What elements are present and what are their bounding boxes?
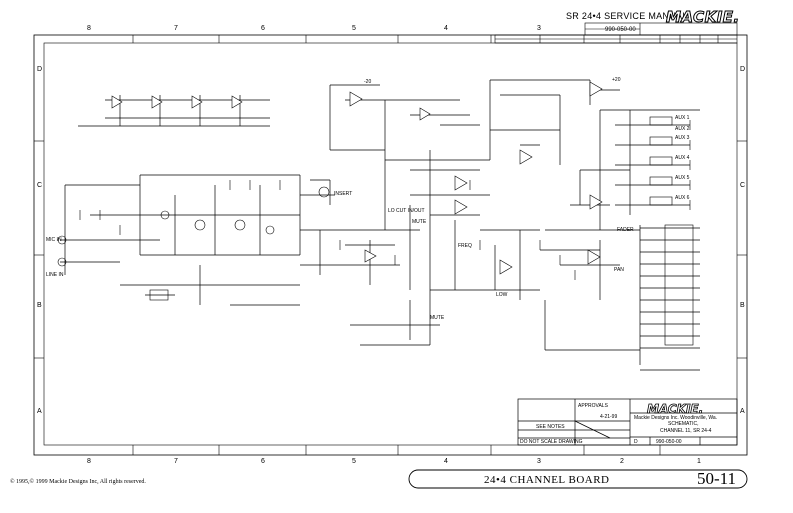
opamp-u11: [519, 149, 533, 165]
title-block-logo: MACKIE.: [647, 402, 704, 417]
zone-bottom-8: 8: [87, 458, 91, 465]
label-low: LOW: [496, 292, 508, 298]
zone-left-d: D: [37, 66, 43, 73]
label-lo-cut: LO CUT IN/OUT: [388, 208, 425, 214]
zone-top-6: 6: [261, 25, 265, 32]
label-plus20: +20: [612, 77, 621, 83]
title-block-date: 4-21-99: [600, 414, 618, 420]
zone-top-4: 4: [444, 25, 448, 32]
opamp-u5: [349, 91, 363, 107]
label-freq: FREQ: [458, 243, 472, 249]
revision-block: [494, 22, 738, 44]
opamp-u3: [191, 95, 203, 109]
title-block-approvals: APPROVALS: [578, 403, 608, 409]
zone-left-c: C: [37, 182, 43, 189]
zone-right-c: C: [740, 182, 746, 189]
aux-switch-blocks: [149, 116, 694, 346]
zone-bottom-4: 4: [444, 458, 448, 465]
zone-right-a: A: [740, 408, 745, 415]
opamp-u2: [151, 95, 163, 109]
zone-top-5: 5: [352, 25, 356, 32]
zone-frame: [43, 42, 738, 446]
opamp-u14: [587, 249, 601, 265]
opamp-u7: [364, 249, 377, 263]
zone-bottom-7: 7: [174, 458, 178, 465]
header-doc-number: 990-050-00: [605, 27, 636, 33]
label-mute-b: MUTE: [430, 315, 445, 321]
title-block-title-2: CHANNEL 11, SR 24-4: [660, 428, 712, 434]
schematic-wiring: [60, 79, 700, 371]
opamp-u8: [454, 175, 468, 191]
label-mic-in: MIC IN: [46, 237, 62, 243]
board-name: 24•4 CHANNEL BOARD: [484, 474, 610, 486]
label-insert: INSERT: [334, 191, 353, 197]
zone-left-a: A: [37, 408, 42, 415]
title-block-size: D: [634, 439, 638, 445]
zone-top-3: 3: [537, 25, 541, 32]
zone-top-7: 7: [174, 25, 178, 32]
zone-bottom-2: 2: [620, 458, 624, 465]
zone-bottom-6: 6: [261, 458, 265, 465]
zone-bottom-5: 5: [352, 458, 356, 465]
label-pan: PAN: [614, 267, 624, 273]
opamp-u10: [499, 259, 513, 275]
footer-banner: [408, 469, 748, 489]
label-line-in: LINE IN: [46, 272, 64, 278]
opamp-u6: [419, 107, 431, 121]
zone-bottom-1: 1: [697, 458, 701, 465]
opamp-u4: [231, 95, 243, 109]
label-aux-3: AUX 3: [675, 135, 690, 141]
label-aux-1: AUX 1: [675, 115, 690, 121]
drawing-border: [33, 34, 748, 456]
opamp-u1: [111, 95, 123, 109]
zone-top-8: 8: [87, 25, 91, 32]
component-circles: [57, 186, 330, 267]
title-block-company: Mackie Designs Inc. Woodinville, Wa.: [634, 415, 718, 421]
title-block-see-notes: SEE NOTES: [536, 424, 565, 430]
zone-left-b: B: [37, 302, 42, 309]
opamp-symbols: [111, 81, 603, 275]
label-minus20: -20: [364, 79, 372, 85]
opamp-u13: [589, 194, 603, 210]
zone-bottom-3: 3: [537, 458, 541, 465]
label-aux-5: AUX 5: [675, 175, 690, 181]
title-block-do-not-scale: DO NOT SCALE DRAWING: [520, 439, 583, 445]
label-aux-6: AUX 6: [675, 195, 690, 201]
manual-title: SR 24•4 SERVICE MANUAL: [566, 11, 688, 21]
component-marks: [79, 120, 691, 280]
title-block: [517, 398, 738, 446]
opamp-u12: [589, 81, 603, 97]
label-aux-4: AUX 4: [675, 155, 690, 161]
title-block-title-1: SCHEMATIC,: [668, 421, 699, 427]
page-number: 50-11: [697, 469, 737, 488]
zone-right-b: B: [740, 302, 745, 309]
label-fader: FADER: [617, 227, 634, 233]
title-block-doc-number: 990-050-00: [656, 439, 682, 445]
label-aux-2: AUX 2: [675, 126, 690, 132]
zone-right-d: D: [740, 66, 746, 73]
zone-ticks: [34, 35, 747, 455]
copyright-notice: © 1995,© 1999 Mackie Designs Inc, All ri…: [10, 479, 146, 485]
opamp-u9: [454, 199, 468, 215]
label-mute-a: MUTE: [412, 219, 427, 225]
mackie-logo: MACKIE.: [666, 8, 740, 27]
